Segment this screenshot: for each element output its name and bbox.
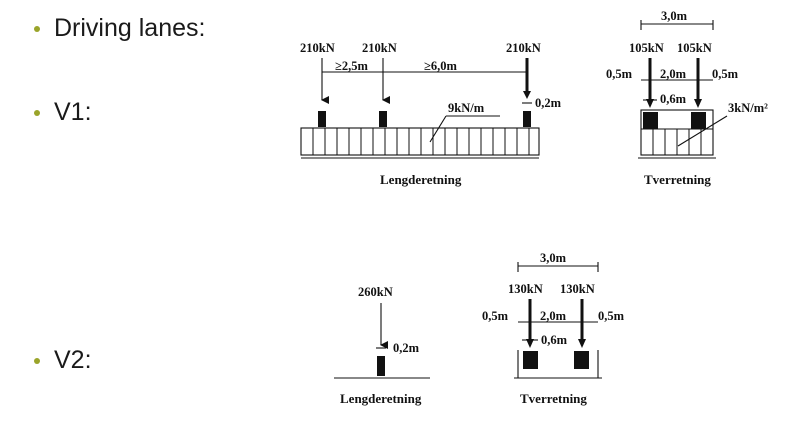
- v1-long-load-3: 210kN: [506, 41, 541, 55]
- v1-trans-wheel-2: [691, 112, 706, 129]
- v1-long-wheel-1: [318, 111, 326, 127]
- bullet-dot: [34, 357, 40, 364]
- v1-trans-arrowhead-1: [646, 99, 654, 108]
- v1-long-distributed-label: 9kN/m: [448, 101, 485, 115]
- bullet-label-v2: V2:: [54, 346, 92, 374]
- v1-trans-hatching: [652, 129, 702, 155]
- v1-long-distributed-load: [300, 127, 540, 156]
- bullet-label-driving-lanes: Driving lanes:: [54, 14, 206, 42]
- v1-trans-edge-left: 0,5m: [606, 67, 633, 81]
- v1-long-wheel-3: [523, 111, 531, 127]
- v2-trans-wheel-2: [574, 351, 589, 369]
- v1-long-caption: Lengderetning: [380, 172, 462, 187]
- v1-long-hatching: [312, 128, 530, 155]
- bullet-dot: [34, 25, 40, 32]
- v2-transverse-diagram: 3,0m 130kN 130kN 0,5m 2,0m 0,5m 0,6m Tve…: [482, 251, 625, 406]
- v2-trans-axle: 2,0m: [540, 309, 567, 323]
- v1-long-wheel-2: [379, 111, 387, 127]
- bullet-label-v1: V1:: [54, 98, 92, 126]
- v2-trans-load-1: 130kN: [508, 282, 543, 296]
- v1-trans-load-2: 105kN: [677, 41, 712, 55]
- v1-long-load-1: 210kN: [300, 41, 335, 55]
- v1-trans-width: 3,0m: [661, 9, 688, 23]
- v1-trans-pressure: 3kN/m²: [728, 101, 768, 115]
- v2-long-contact: 0,2m: [393, 341, 420, 355]
- v2-longitudinal-diagram: 260kN 0,2m Lengderetning: [334, 285, 430, 406]
- v2-trans-width: 3,0m: [540, 251, 567, 265]
- v2-trans-load-2: 130kN: [560, 282, 595, 296]
- v2-long-caption: Lengderetning: [340, 391, 422, 406]
- v2-trans-wheel: 0,6m: [541, 333, 568, 347]
- v1-trans-arrowhead-2: [694, 99, 702, 108]
- bullet-dot: [34, 109, 40, 116]
- bullet-v1: V1:: [34, 98, 92, 127]
- v1-long-spacing-2: ≥6,0m: [424, 59, 457, 73]
- v2-trans-edge-left: 0,5m: [482, 309, 509, 323]
- bullet-driving-lanes: Driving lanes:: [34, 14, 205, 43]
- bullet-v2: V2:: [34, 346, 92, 375]
- v1-long-load-2: 210kN: [362, 41, 397, 55]
- v1-trans-edge-right: 0,5m: [712, 67, 739, 81]
- v1-long-contact: 0,2m: [535, 96, 562, 110]
- v1-trans-leader: [677, 115, 728, 147]
- v1-trans-wheel-1: [643, 112, 658, 129]
- v1-longitudinal-diagram: 210kN 210kN 210kN ≥2,5m ≥6,0m 0,2m: [300, 41, 562, 187]
- v2-trans-arrowhead-1: [526, 339, 534, 348]
- v2-trans-caption: Tverretning: [520, 391, 587, 406]
- v1-trans-wheel: 0,6m: [660, 92, 687, 106]
- v2-long-load: 260kN: [358, 285, 393, 299]
- v1-transverse-diagram: 3,0m 105kN 105kN 0,5m 2,0m 0,5m 0,6m 3kN…: [606, 9, 768, 187]
- v1-long-leader: [429, 115, 447, 143]
- v2-long-wheel: [377, 356, 385, 376]
- v2-trans-wheel-1: [523, 351, 538, 369]
- v1-trans-axle: 2,0m: [660, 67, 687, 81]
- v1-long-spacing-1: ≥2,5m: [335, 59, 368, 73]
- v2-trans-edge-right: 0,5m: [598, 309, 625, 323]
- v1-trans-caption: Tverretning: [644, 172, 711, 187]
- v1-long-arrowhead-3: [523, 91, 531, 99]
- v2-trans-arrowhead-2: [578, 339, 586, 348]
- v1-trans-load-1: 105kN: [629, 41, 664, 55]
